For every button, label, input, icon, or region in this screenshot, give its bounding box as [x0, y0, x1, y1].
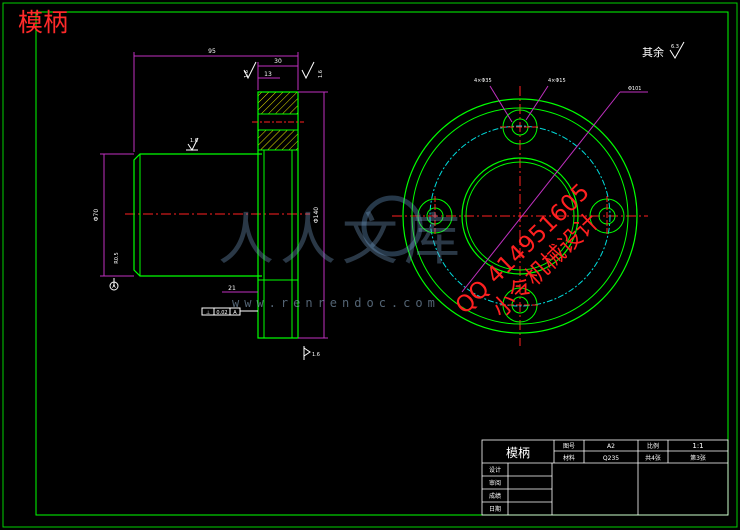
- surface-finish-note: 其余 6.3: [642, 41, 685, 59]
- svg-text:1.6: 1.6: [312, 352, 320, 358]
- tb-drawing-no-label: 图号: [563, 443, 575, 450]
- shank-circle: [461, 157, 579, 275]
- label-hole: 4×Φ15: [548, 78, 566, 84]
- tb-row-design: 设计: [489, 466, 501, 474]
- roughness-symbol-top-left: 1.6: [243, 61, 257, 80]
- dim-flange-dia: Φ140: [313, 207, 320, 223]
- label-pitch: Φ101: [628, 86, 641, 92]
- tb-drawing-no: A2: [607, 443, 615, 450]
- roughness-symbol-bottom: 1.6: [303, 346, 320, 360]
- leader-pitch: [461, 91, 621, 293]
- title-block: [481, 439, 729, 516]
- dim-chamfer: R0.5: [114, 252, 120, 263]
- leader-counterbore: [489, 85, 513, 123]
- tb-material-label: 材料: [563, 454, 575, 462]
- dim-overall-length: 95: [208, 48, 216, 55]
- tb-scale-label: 比例: [647, 442, 659, 450]
- dim-groove-width: 13: [264, 71, 272, 78]
- tb-row-date: 日期: [489, 505, 501, 513]
- datum-label: A: [112, 284, 116, 290]
- tb-row-grade: 成绩: [489, 492, 501, 500]
- side-view: 95 30 13 Φ70 R0.5 Φ140 21 1.6 1.6: [93, 48, 328, 360]
- svg-text:⊥: ⊥: [206, 310, 210, 316]
- svg-text:1.6: 1.6: [244, 70, 250, 78]
- hatch-area-top: [257, 91, 299, 115]
- datum-circle: [109, 281, 119, 291]
- tb-part-name: 模柄: [506, 446, 530, 460]
- tolerance-frame: ⊥ 0.02 A: [201, 307, 258, 316]
- label-counterbore: 4×Φ35: [474, 78, 492, 84]
- watermark-brand: 人人文库: [218, 208, 466, 273]
- front-view: 4×Φ35 4×Φ15 Φ101: [392, 78, 648, 346]
- svg-text:A: A: [233, 310, 237, 316]
- dim-small: 21: [228, 285, 236, 292]
- dim-flange-width: 30: [274, 58, 282, 65]
- roughness-symbol-top-right: 1.6: [301, 61, 324, 80]
- tb-sheet: 第3张: [690, 454, 706, 462]
- svg-text:1.6: 1.6: [318, 70, 324, 78]
- tb-scale: 1:1: [692, 442, 703, 450]
- title-block-text: 模柄 图号 A2 比例 1:1 材料 Q235 共4张 第3张 设计 审阅 成绩…: [489, 442, 706, 513]
- svg-text:其余: 其余: [642, 45, 664, 59]
- svg-text:0.02: 0.02: [216, 310, 227, 316]
- roughness-symbol-shank: 1.6: [186, 137, 199, 151]
- leader-hole: [525, 85, 549, 121]
- svg-text:6.3: 6.3: [671, 44, 679, 50]
- watermark-url: www.renrendoc.com: [232, 296, 440, 310]
- flange-outer-circle: [402, 98, 638, 334]
- drawing-title: 模柄: [18, 8, 69, 37]
- shank-inner-circle: [465, 161, 575, 271]
- watermark-ring: [361, 195, 423, 257]
- inner-frame: [35, 11, 729, 516]
- tb-row-review: 审阅: [489, 479, 501, 487]
- bolt-pitch-circle: [429, 125, 611, 307]
- hatch-area-mid: [257, 129, 299, 151]
- svg-text:1.6: 1.6: [190, 138, 198, 144]
- flange-rim-circle: [411, 107, 629, 325]
- tb-material: Q235: [603, 455, 619, 462]
- tb-total: 共4张: [645, 454, 661, 462]
- dim-shank-dia: Φ70: [93, 209, 100, 222]
- shank-outline: [133, 153, 262, 277]
